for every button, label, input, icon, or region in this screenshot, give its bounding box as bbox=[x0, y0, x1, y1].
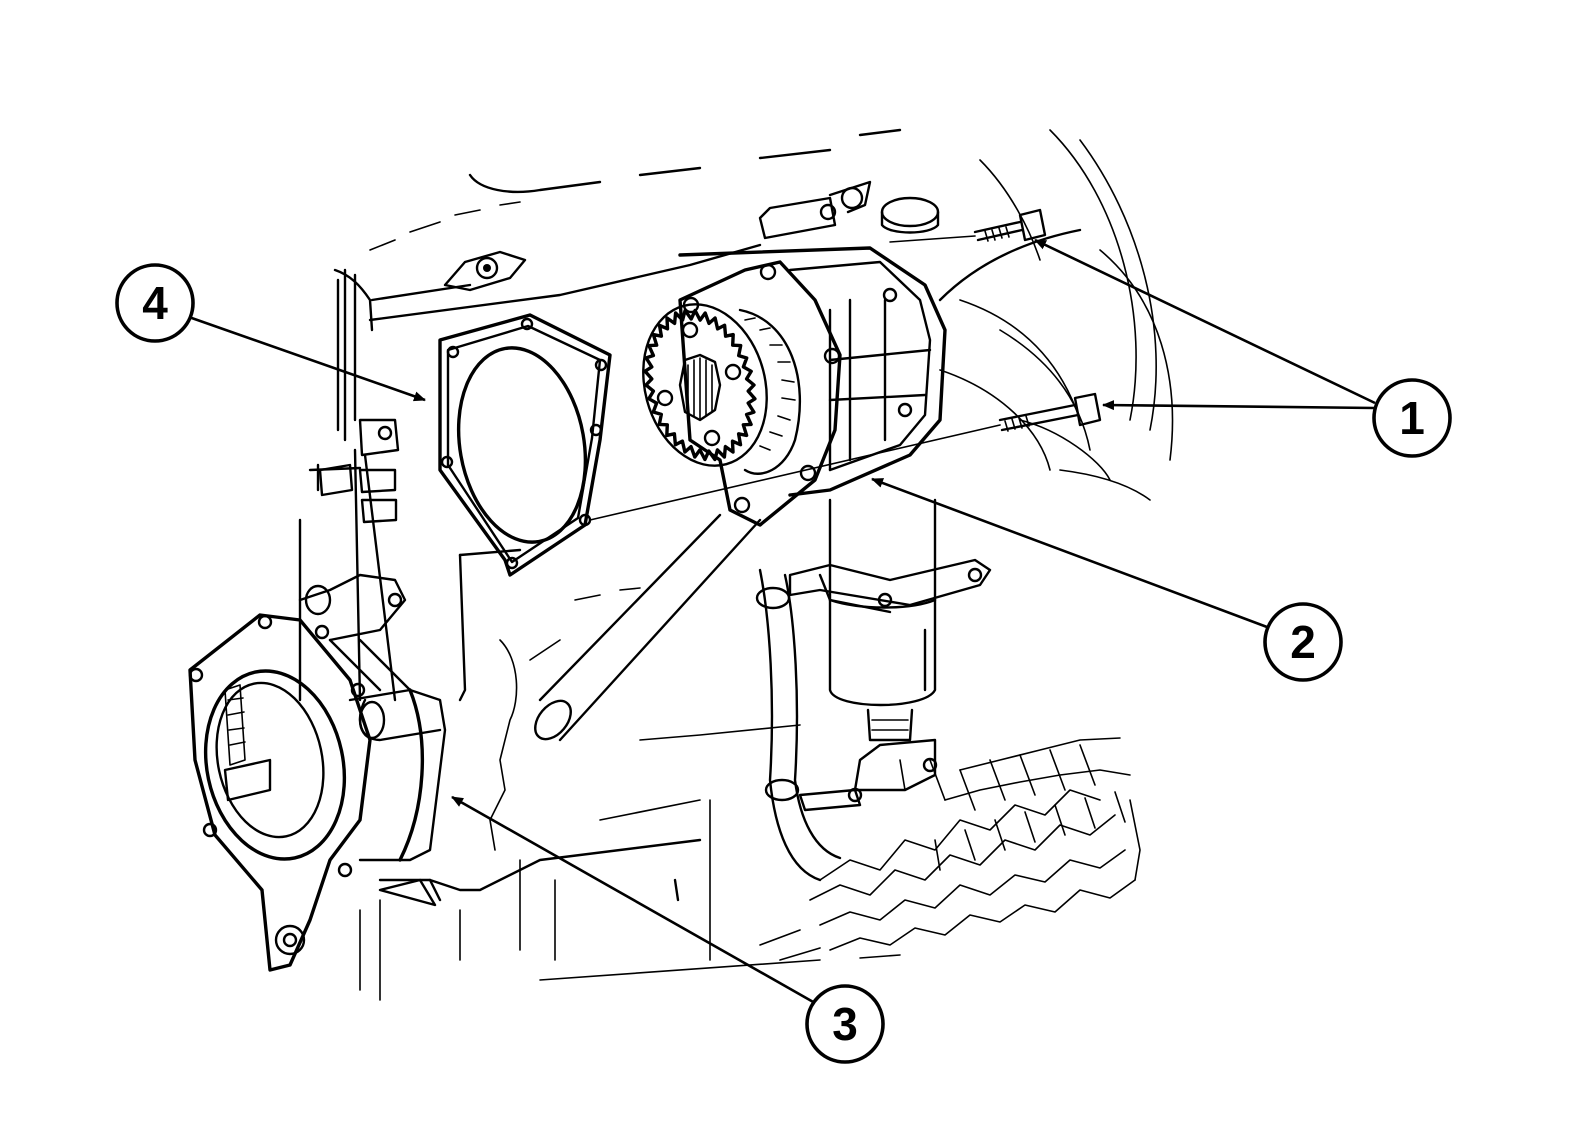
adapter-housing-part-3 bbox=[188, 418, 447, 972]
callout-3-label: 3 bbox=[832, 998, 858, 1050]
drive-gear bbox=[643, 308, 757, 462]
callout-3: 3 bbox=[805, 984, 885, 1064]
callout-4-label: 4 bbox=[142, 277, 168, 329]
callout-2: 2 bbox=[1263, 602, 1343, 682]
callout-2-label: 2 bbox=[1290, 616, 1316, 668]
callout-4: 4 bbox=[115, 263, 195, 343]
pump-gear-assembly-part-2 bbox=[642, 246, 947, 527]
callout-1: 1 bbox=[1372, 378, 1452, 458]
callout-1-label: 1 bbox=[1399, 392, 1425, 444]
capscrews-part-1 bbox=[589, 208, 1102, 521]
drive-gear-teeth bbox=[643, 308, 757, 462]
leader-lines bbox=[185, 238, 1376, 1005]
engine-block-background bbox=[298, 128, 1174, 1001]
gasket-part-4 bbox=[438, 313, 612, 577]
